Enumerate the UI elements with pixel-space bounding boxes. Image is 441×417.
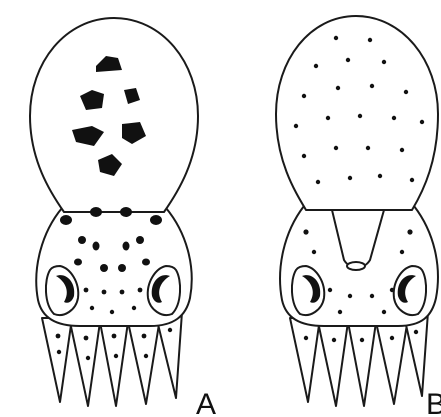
panel-a-mantle xyxy=(30,18,198,212)
panel-b-funnel-opening xyxy=(347,262,365,270)
panel-b-drawing xyxy=(276,16,438,406)
panel-b-label: B xyxy=(426,388,441,417)
panel-a-label: A xyxy=(196,388,216,417)
panel-a-drawing xyxy=(30,18,198,406)
